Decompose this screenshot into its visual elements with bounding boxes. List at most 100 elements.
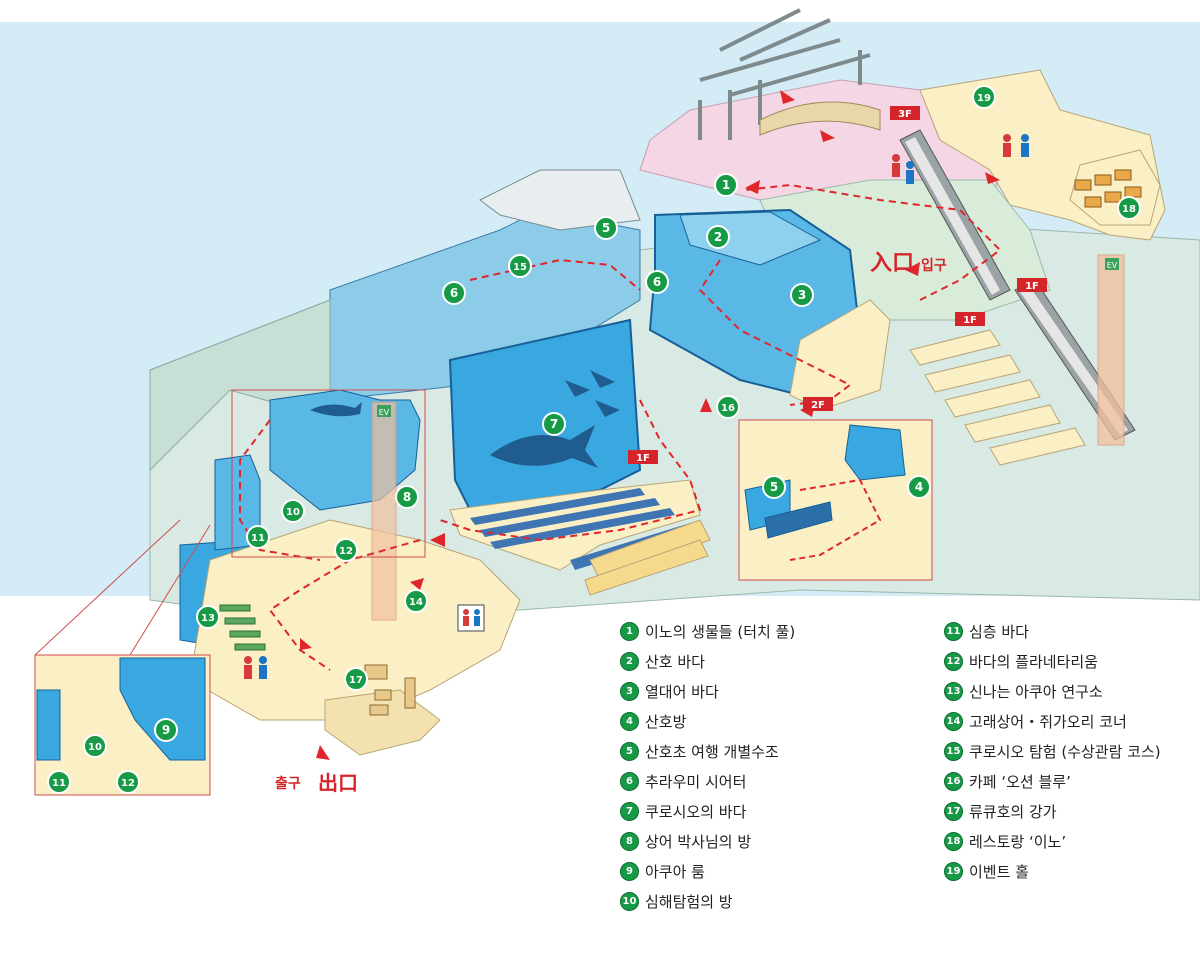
restaurant-tables bbox=[1074, 169, 1142, 208]
restroom-icon-entrance bbox=[892, 154, 914, 184]
map-marker-label: 3 bbox=[798, 288, 806, 302]
map-marker-label: 15 bbox=[513, 262, 527, 273]
legend-item: 15 쿠로시오 탐험 (수상관람 코스) bbox=[944, 740, 1161, 762]
map-marker bbox=[196, 605, 220, 629]
tank-row bbox=[764, 501, 833, 539]
map-marker-label: 9 bbox=[162, 723, 170, 737]
legend-item: 19 이벤트 홀 bbox=[944, 860, 1029, 882]
svg-text:1F: 1F bbox=[1025, 281, 1039, 292]
map-marker-label: 12 bbox=[121, 778, 135, 789]
marker-badge: 10 bbox=[620, 891, 639, 911]
map-marker-label: 17 bbox=[349, 675, 363, 686]
map-marker-label: 12 bbox=[339, 546, 353, 557]
legend-item: 14 고래상어・쥐가오리 코너 bbox=[944, 710, 1127, 732]
map-marker-label: 7 bbox=[550, 417, 558, 431]
svg-text:1F: 1F bbox=[963, 315, 977, 326]
marker-badge: 18 bbox=[944, 831, 963, 851]
map-marker bbox=[762, 475, 786, 499]
entrance-label: 입구 bbox=[921, 258, 947, 274]
map-marker-label: 6 bbox=[450, 286, 458, 300]
map-marker-label: 8 bbox=[403, 490, 411, 504]
marker-badge: 4 bbox=[620, 711, 639, 731]
marker-badge: 5 bbox=[620, 741, 639, 761]
legend-label: 산호 바다 bbox=[645, 652, 705, 671]
map-marker-label: 14 bbox=[409, 597, 423, 608]
map-marker bbox=[47, 770, 71, 794]
exit-label: 출구 bbox=[275, 775, 301, 792]
marker-badge: 6 bbox=[620, 771, 639, 791]
legend-label: 고래상어・쥐가오리 코너 bbox=[969, 712, 1127, 731]
marker-badge: 12 bbox=[944, 651, 963, 671]
marker-badge: 17 bbox=[944, 801, 963, 821]
floor-sign-1f-c: 1F bbox=[628, 450, 658, 464]
legend-label: 카페 ‘오션 블루’ bbox=[969, 772, 1071, 791]
map-marker-label: 10 bbox=[286, 507, 300, 518]
inset-aqua-room bbox=[119, 657, 206, 761]
coral-room-tank bbox=[844, 424, 906, 481]
elevator-label-center: EV bbox=[379, 408, 390, 417]
map-marker bbox=[344, 667, 368, 691]
legend-label: 추라우미 시어터 bbox=[645, 772, 747, 791]
svg-text:3F: 3F bbox=[898, 109, 912, 120]
marker-badge: 16 bbox=[944, 771, 963, 791]
stairs-amphi bbox=[759, 101, 881, 136]
stadium-seats bbox=[584, 519, 711, 596]
inset-deep-tank bbox=[36, 689, 61, 761]
inset-pointer-a bbox=[129, 524, 211, 656]
legend-label: 열대어 바다 bbox=[645, 682, 719, 701]
map-marker bbox=[83, 734, 107, 758]
map-marker-label: 18 bbox=[1122, 204, 1136, 215]
map-marker bbox=[542, 412, 566, 436]
marker-badge: 15 bbox=[944, 741, 963, 761]
legend-label: 이벤트 홀 bbox=[969, 862, 1029, 881]
shark-icon bbox=[310, 402, 362, 417]
map-marker bbox=[281, 499, 305, 523]
legend-label: 심층 바다 bbox=[969, 622, 1029, 641]
elevator-shaft-right bbox=[1097, 254, 1125, 446]
marker-badge: 19 bbox=[944, 861, 963, 881]
legend-label: 상어 박사님의 방 bbox=[645, 832, 752, 851]
legend-label: 신나는 아쿠아 연구소 bbox=[969, 682, 1103, 701]
elevator-label-right: EV bbox=[1107, 261, 1118, 270]
aqua-room-tank bbox=[214, 454, 261, 551]
outer-steps bbox=[909, 329, 1086, 466]
marker-badge: 8 bbox=[620, 831, 639, 851]
inset-source-frame bbox=[231, 389, 426, 558]
legend-label: 레스토랑 ‘이노’ bbox=[969, 832, 1067, 851]
aqua-lab-tables bbox=[219, 604, 266, 651]
roof-frame bbox=[698, 8, 871, 140]
restroom-icon bbox=[457, 604, 485, 632]
elevator-shaft-center bbox=[371, 401, 397, 621]
map-marker bbox=[594, 216, 618, 240]
marker-badge: 7 bbox=[620, 801, 639, 821]
map-marker bbox=[1117, 196, 1141, 220]
legend-label: 쿠로시오 탐험 (수상관람 코스) bbox=[969, 742, 1161, 761]
floor-sign-1f-a: 1F bbox=[955, 312, 985, 326]
map-marker bbox=[716, 395, 740, 419]
map-marker bbox=[442, 281, 466, 305]
map-marker-label: 13 bbox=[201, 613, 215, 624]
map-marker bbox=[154, 718, 178, 742]
map-marker bbox=[714, 173, 738, 197]
marker-badge: 14 bbox=[944, 711, 963, 731]
svg-text:1F: 1F bbox=[636, 453, 650, 464]
legend-item: 18 레스토랑 ‘이노’ bbox=[944, 830, 1066, 852]
legend-item: 16 카페 ‘오션 블루’ bbox=[944, 770, 1071, 792]
elevator-sign-right bbox=[1105, 258, 1119, 270]
map-marker bbox=[404, 589, 428, 613]
map-marker-label: 5 bbox=[602, 221, 610, 235]
entrance-kanji: 入口 bbox=[870, 251, 914, 276]
floor-sign-3f: 3F bbox=[890, 106, 920, 120]
map-marker bbox=[972, 85, 996, 109]
